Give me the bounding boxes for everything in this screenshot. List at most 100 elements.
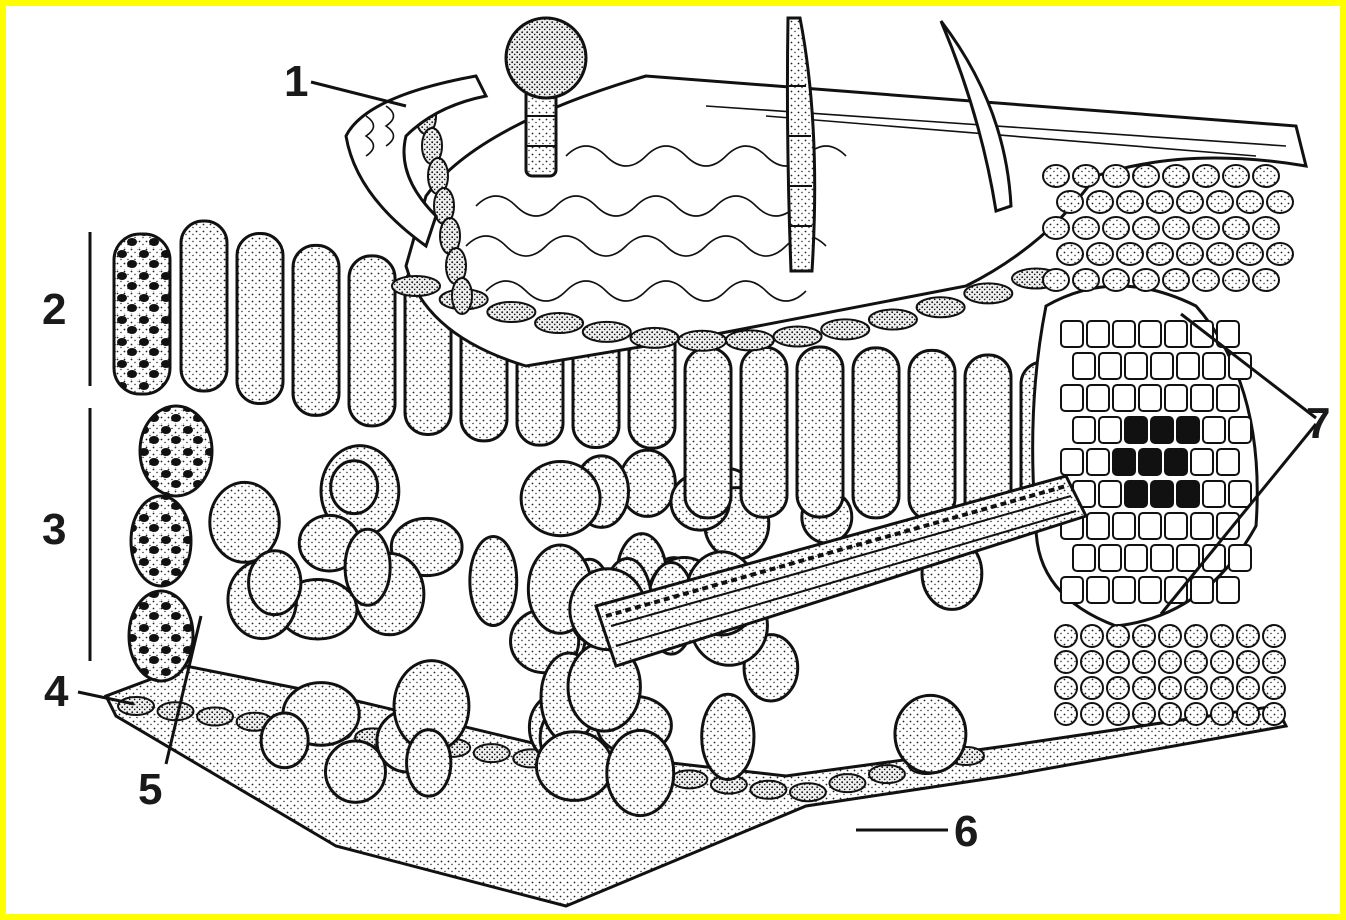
- vascular-cell: [1191, 449, 1213, 475]
- collenchyma-cell: [1073, 217, 1099, 239]
- collenchyma-cell: [1253, 269, 1279, 291]
- collenchyma-cell: [1237, 243, 1263, 265]
- lower-collenchyma-cell: [1081, 625, 1103, 647]
- collenchyma-cell: [1223, 165, 1249, 187]
- collenchyma-cell: [1087, 191, 1113, 213]
- collenchyma-cell: [1163, 165, 1189, 187]
- epidermal-cell: [630, 328, 678, 348]
- collenchyma-cell: [1223, 269, 1249, 291]
- palisade-cell: [349, 256, 395, 426]
- vascular-cell: [1087, 577, 1109, 603]
- lower-collenchyma-cell: [1237, 677, 1259, 699]
- vascular-cell: [1191, 385, 1213, 411]
- lower-epidermal-cell: [750, 781, 786, 799]
- lower-collenchyma-cell: [1263, 677, 1285, 699]
- vascular-cell: [1139, 513, 1161, 539]
- vascular-cell: [1217, 513, 1239, 539]
- label-2: 2: [42, 285, 66, 334]
- vascular-cell: [1217, 577, 1239, 603]
- vascular-cell: [1125, 353, 1147, 379]
- label-3: 3: [42, 505, 66, 554]
- collenchyma-cell: [1057, 243, 1083, 265]
- lower-collenchyma-cell: [1185, 625, 1207, 647]
- spongy-cell: [607, 730, 674, 815]
- lower-collenchyma-cell: [1159, 651, 1181, 673]
- palisade-cell: [181, 221, 227, 391]
- collenchyma-cell: [1073, 269, 1099, 291]
- vascular-cell: [1151, 481, 1173, 507]
- vascular-cell: [1113, 385, 1135, 411]
- vascular-cell: [1177, 481, 1199, 507]
- vascular-cell: [1191, 513, 1213, 539]
- collenchyma-cell: [1043, 217, 1069, 239]
- epidermal-cell: [583, 322, 631, 342]
- spongy-cell: [407, 730, 451, 796]
- palisade-cell: [909, 350, 955, 520]
- vascular-cell: [1203, 353, 1225, 379]
- lower-collenchyma-cell: [1107, 651, 1129, 673]
- collenchyma-cell: [1207, 191, 1233, 213]
- diagram-frame: 1 2 3 4 5 6 7: [6, 6, 1340, 914]
- collenchyma-cell: [1057, 191, 1083, 213]
- lower-collenchyma-cell: [1263, 625, 1285, 647]
- vascular-cell: [1203, 481, 1225, 507]
- collenchyma-cell: [1117, 243, 1143, 265]
- vascular-cell: [1125, 481, 1147, 507]
- collenchyma-cell: [1073, 165, 1099, 187]
- collenchyma-cell: [1267, 243, 1293, 265]
- spongy-cell: [249, 551, 301, 615]
- lower-epidermal-cell: [118, 697, 154, 715]
- vascular-cell: [1229, 417, 1251, 443]
- epidermal-cell: [452, 278, 472, 314]
- lower-collenchyma-cell: [1185, 703, 1207, 725]
- spongy-cell: [325, 741, 385, 802]
- vascular-cell: [1113, 449, 1135, 475]
- epidermal-cell: [821, 319, 869, 339]
- lower-collenchyma-cell: [1133, 625, 1155, 647]
- vascular-cell: [1061, 449, 1083, 475]
- spongy-cell: [261, 713, 308, 768]
- lower-epidermal-cell: [869, 765, 905, 783]
- vascular-cell: [1191, 577, 1213, 603]
- vascular-cell: [1217, 449, 1239, 475]
- lower-collenchyma-cell: [1211, 625, 1233, 647]
- label-6: 6: [954, 807, 978, 856]
- vascular-cell: [1113, 577, 1135, 603]
- leader-line-1: [311, 82, 406, 106]
- collenchyma-cell: [1103, 217, 1129, 239]
- epidermal-cell: [535, 313, 583, 333]
- vascular-cell: [1125, 417, 1147, 443]
- vascular-cell: [1099, 545, 1121, 571]
- vascular-cell: [1165, 321, 1187, 347]
- vascular-cell: [1087, 385, 1109, 411]
- lower-collenchyma-cell: [1107, 625, 1129, 647]
- lower-collenchyma-cell: [1237, 703, 1259, 725]
- palisade-cell: [293, 245, 339, 415]
- collenchyma-cell: [1177, 191, 1203, 213]
- vascular-cell: [1087, 513, 1109, 539]
- spongy-cell-detail: [129, 406, 212, 681]
- epidermal-cell: [392, 276, 440, 296]
- spongy-cell: [345, 529, 390, 605]
- collenchyma-cell: [1177, 243, 1203, 265]
- collenchyma-cell: [1103, 269, 1129, 291]
- lower-epidermal-cell: [671, 770, 707, 788]
- vascular-cell: [1151, 353, 1173, 379]
- palisade-cell-detail: [114, 234, 170, 394]
- lower-collenchyma-cell: [1211, 651, 1233, 673]
- spongy-cell: [895, 695, 966, 773]
- lower-collenchyma-cell: [1263, 651, 1285, 673]
- label-4: 4: [44, 667, 69, 716]
- vascular-cell: [1125, 545, 1147, 571]
- collenchyma-cell: [1237, 191, 1263, 213]
- lower-epidermis: [106, 666, 1286, 906]
- lower-epidermal-cell: [829, 774, 865, 792]
- vascular-cell: [1073, 417, 1095, 443]
- lower-collenchyma-cell: [1263, 703, 1285, 725]
- vascular-cell: [1165, 449, 1187, 475]
- palisade-cell: [853, 348, 899, 518]
- spongy-cell: [702, 694, 754, 779]
- epidermal-cell: [964, 283, 1012, 303]
- vascular-cell: [1061, 321, 1083, 347]
- lower-collenchyma-cell: [1133, 651, 1155, 673]
